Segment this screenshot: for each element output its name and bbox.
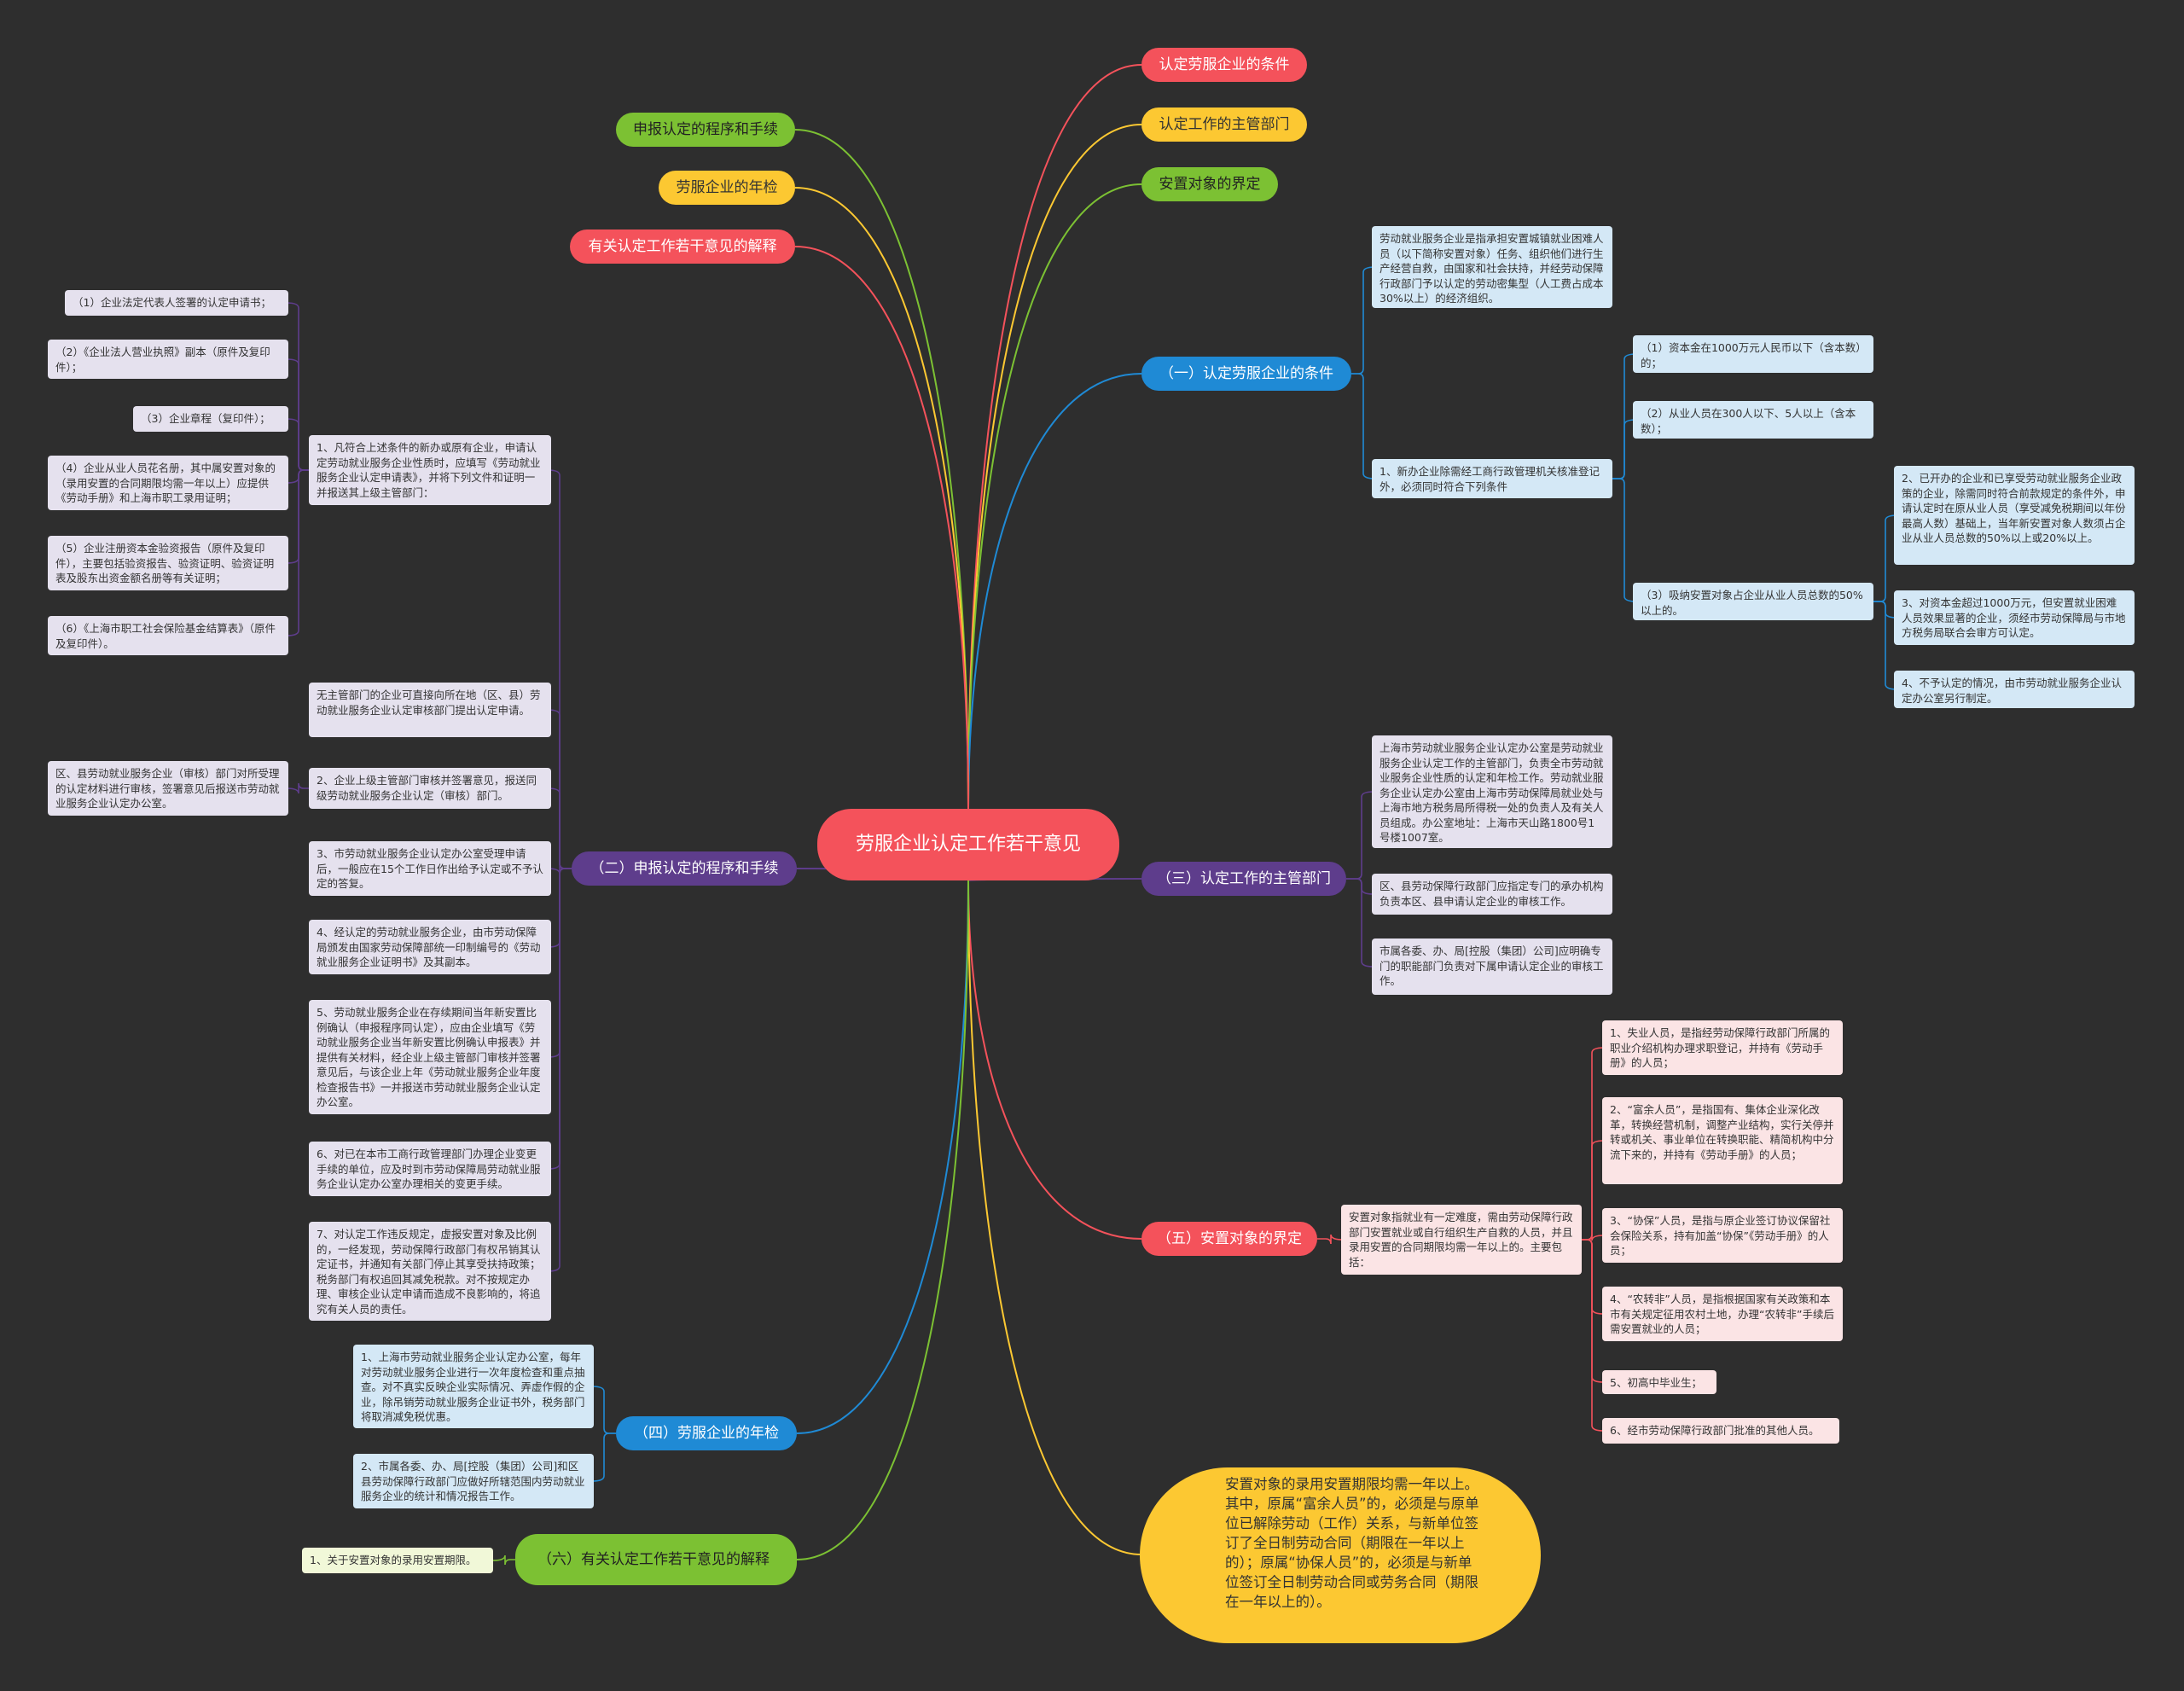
sec2-step5: 5、劳动就业服务企业在存续期间当年新安置比例确认（申报程序同认定），应由企业填写… — [309, 1000, 551, 1114]
sec4-item-1: 1、上海市劳动就业服务企业认定办公室，每年对劳动就业服务企业进行一次年度检查和重… — [353, 1345, 594, 1428]
edge-sec5-items-1 — [1582, 1140, 1605, 1241]
sec5-item-4: 4、“农转非”人员，是指根据国家有关政策和本市有关规定征用农村土地，办理“农转非… — [1602, 1287, 1843, 1341]
sec3-item-2: 区、县劳动保障行政部门应指定专门的承办机构负责本区、县申请认定企业的审核工作。 — [1372, 874, 1612, 915]
edge-sec5-0 — [1317, 1234, 1344, 1245]
edge-root-rightb-0 — [967, 880, 1142, 1240]
sec2-step1: 1、凡符合上述条件的新办或原有企业，申请认定劳动就业服务企业性质时，应填写《劳动… — [309, 435, 551, 505]
sec5-item-2: 2、“富余人员”，是指国有、集体企业深化改革，转换经营机制，调整产业结构，实行关… — [1602, 1097, 1843, 1184]
sec5-item-3: 3、“协保”人员，是指与原企业签订协议保留社会保险关系，持有加盖“协保”《劳动手… — [1602, 1208, 1843, 1263]
edge-root-left-0 — [794, 129, 969, 810]
edge-sec1-extra-2 — [1873, 601, 1898, 690]
edge-sec2-docs-3 — [286, 469, 309, 484]
sec1-cond-intro: 1、新办企业除需经工商行政管理机关核准登记外，必须同时符合下列条件 — [1372, 459, 1612, 498]
edge-sec3-2 — [1346, 878, 1374, 968]
sec1-extra-4: 4、不予认定的情况，由市劳动就业服务企业认定办公室另行制定。 — [1894, 671, 2135, 708]
edge-sec2-sub-0 — [286, 782, 309, 794]
edge-sec5-items-5 — [1582, 1239, 1605, 1432]
edge-sec2-docs-4 — [286, 469, 309, 564]
top-left-label-1[interactable]: 申报认定的程序和手续 — [616, 113, 795, 147]
sec2-step3: 3、市劳动就业服务企业认定办公室受理申请后，一般应在15个工作日作出给予认定或不… — [309, 841, 551, 896]
sec3-item-3: 市属各委、办、局[控股（集团）公司]应明确专门的职能部门负责对下属申请认定企业的… — [1372, 938, 1612, 995]
branch-sec2[interactable]: （二）申报认定的程序和手续 — [572, 851, 797, 886]
sec5-item-1: 1、失业人员，是指经劳动保障行政部门所属的职业介绍机构办理求职登记，并持有《劳动… — [1602, 1020, 1843, 1075]
top-right-label-2[interactable]: 认定工作的主管部门 — [1141, 108, 1307, 142]
sec1-definition: 劳动就业服务企业是指承担安置城镇就业困难人员（以下简称安置对象）任务、组织他们进… — [1372, 226, 1612, 308]
branch-sec3[interactable]: （三）认定工作的主管部门 — [1141, 862, 1346, 896]
sec3-item-1: 上海市劳动就业服务企业认定办公室是劳动就业服务企业认定工作的主管部门，负责全市劳… — [1372, 735, 1612, 848]
edge-sec1-1 — [1351, 373, 1376, 479]
sec2-no-dept: 无主管部门的企业可直接向所在地（区、县）劳动就业服务企业认定审核部门提出认定申请… — [309, 683, 551, 737]
sec2-doc-3: （3）企业章程（复印件）； — [133, 406, 288, 432]
sec1-cond-3: （3）吸纳安置对象占企业从业人员总数的50%以上的。 — [1633, 583, 1873, 620]
edge-sec2-docs-5 — [286, 469, 309, 636]
top-left-label-2[interactable]: 劳服企业的年检 — [659, 171, 795, 205]
sec2-step7: 7、对认定工作违反规定，虚报安置对象及比例的，一经发现，劳动保障行政部门有权吊销… — [309, 1222, 551, 1321]
edge-sec1-cond-2 — [1612, 478, 1637, 602]
edge-sec4-1 — [591, 1432, 616, 1482]
branch-sec4[interactable]: （四）劳服企业的年检 — [616, 1416, 797, 1450]
sec2-step2-sub: 区、县劳动就业服务企业（审核）部门对所受理的认定材料进行审核，签署意见后报送市劳… — [48, 761, 288, 816]
sec2-step4: 4、经认定的劳动就业服务企业，由市劳动保障局颁发由国家劳动保障部统一印制编号的《… — [309, 920, 551, 974]
branch-sec6[interactable]: （六）有关认定工作若干意见的解释 — [515, 1534, 797, 1585]
sec1-cond-2: （2）从业人员在300人以下、5人以上（含本数）； — [1633, 401, 1873, 439]
sec2-doc-1: （1）企业法定代表人签署的认定申请书； — [65, 290, 288, 316]
top-right-label-3[interactable]: 安置对象的界定 — [1141, 167, 1278, 201]
root-topic[interactable]: 劳服企业认定工作若干意见 — [817, 809, 1119, 880]
yellow-note[interactable]: 安置对象的录用安置期限均需一年以上。其中，原属“富余人员”的，必须是与原单位已解… — [1140, 1467, 1541, 1643]
edge-sec2-docs-0 — [286, 302, 309, 471]
sec2-step6: 6、对已在本市工商行政管理部门办理企业变更手续的单位，应及时到市劳动保障局劳动就… — [309, 1142, 551, 1196]
sec2-step2: 2、企业上级主管部门审核并签署意见，报送同级劳动就业服务企业认定（审核）部门。 — [309, 768, 551, 809]
branch-sec1[interactable]: （一）认定劳服企业的条件 — [1141, 357, 1351, 391]
edge-root-right-3 — [967, 373, 1142, 810]
edge-sec2-docs-2 — [286, 418, 309, 471]
top-right-label-1[interactable]: 认定劳服企业的条件 — [1141, 48, 1307, 82]
top-left-label-3[interactable]: 有关认定工作若干意见的解释 — [570, 230, 795, 264]
sec5-item-5: 5、初高中毕业生； — [1602, 1370, 1716, 1394]
edge-sec3-0 — [1346, 791, 1374, 880]
edge-sec2-7 — [547, 868, 572, 1272]
edge-root-left-1 — [794, 187, 969, 810]
edge-sec2-2 — [547, 787, 572, 869]
sec2-doc-4: （4）企业从业人员花名册，其中属安置对象的（录用安置的合同期限均需一年以上）应提… — [48, 456, 288, 510]
edge-sec3-1 — [1346, 878, 1374, 895]
edge-root-right-1 — [967, 124, 1142, 810]
edge-sec5-items-3 — [1582, 1239, 1605, 1315]
sec1-extra-3: 3、对资本金超过1000万元，但安置就业困难人员效果显著的企业，须经市劳动保障局… — [1894, 590, 2135, 645]
edge-root-right-0 — [967, 64, 1142, 810]
sec2-doc-5: （5）企业注册资本金验资报告（原件及复印件），主要包括验资报告、验资证明、验资证… — [48, 536, 288, 590]
branch-sec5[interactable]: （五）安置对象的界定 — [1141, 1222, 1317, 1256]
sec2-doc-6: （6）《上海市职工社会保险基金结算表》（原件及复印件）。 — [48, 616, 288, 655]
edge-root-right-2 — [967, 183, 1142, 810]
edge-sec6-0 — [492, 1554, 515, 1566]
sec5-intro: 安置对象指就业有一定难度，需由劳动保障行政部门安置就业或自行组织生产自救的人员，… — [1341, 1205, 1582, 1275]
edge-root-rightb-1 — [967, 880, 1142, 1555]
sec2-doc-2: （2）《企业法人营业执照》副本（原件及复印件）； — [48, 340, 288, 379]
sec6-item-1: 1、关于安置对象的录用安置期限。 — [302, 1548, 493, 1573]
sec4-item-2: 2、市属各委、办、局[控股（集团）公司]和区县劳动保障行政部门应做好所辖范围内劳… — [353, 1454, 594, 1508]
edge-root-left-5 — [796, 880, 969, 1560]
edge-sec2-docs-1 — [286, 358, 309, 471]
sec5-item-6: 6、经市劳动保障行政部门批准的其他人员。 — [1602, 1418, 1839, 1444]
sec1-cond-1: （1）资本金在1000万元人民币以下（含本数）的； — [1633, 335, 1873, 373]
edge-root-left-2 — [794, 246, 969, 810]
edge-sec4-0 — [591, 1386, 616, 1434]
sec1-extra-2: 2、已开办的企业和已享受劳动就业服务企业政策的企业，除需同时符合前款规定的条件外… — [1894, 466, 2135, 565]
edge-root-left-4 — [796, 880, 969, 1434]
